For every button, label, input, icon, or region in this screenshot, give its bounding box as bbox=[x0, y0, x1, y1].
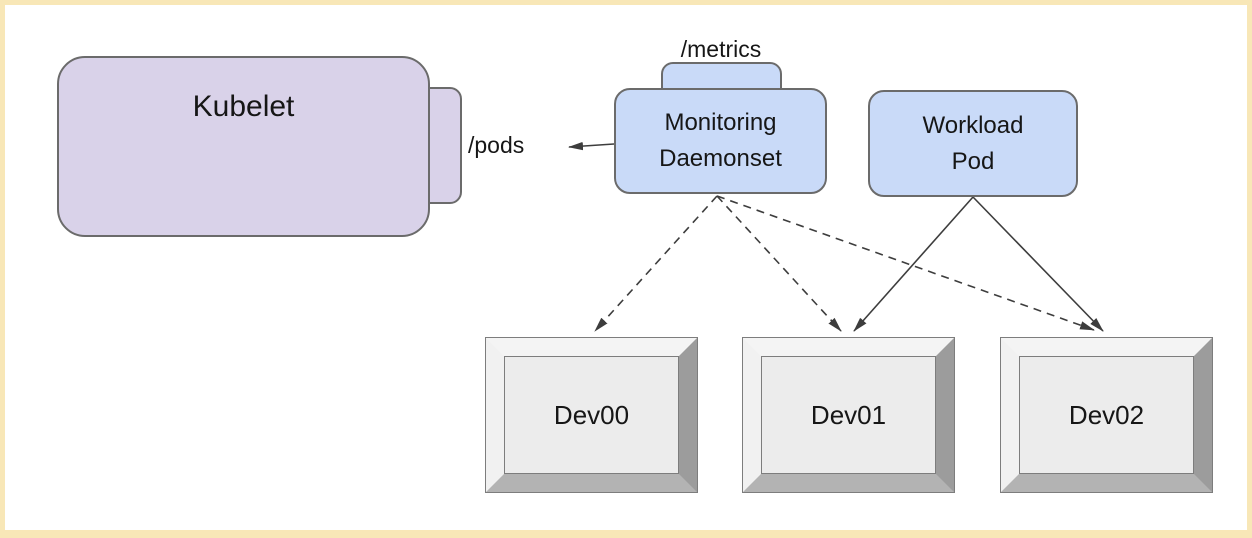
device-label: Dev02 bbox=[1068, 399, 1145, 430]
edge-workload-pod-to-dev01 bbox=[853, 196, 974, 332]
device-face: Dev01 bbox=[761, 356, 936, 474]
edge-monitoring-daemonset-to-dev01 bbox=[716, 195, 842, 332]
device-face: Dev00 bbox=[504, 356, 679, 474]
pods-endpoint-label: /pods bbox=[468, 132, 525, 158]
device-label: Dev00 bbox=[553, 399, 630, 430]
edge-monitoring-daemonset-to-dev02 bbox=[716, 195, 1095, 331]
edge-monitoring-daemonset-to-kubelet-pods bbox=[568, 141, 615, 151]
metrics-endpoint-label: /metrics bbox=[680, 36, 762, 62]
device-label: Dev01 bbox=[810, 399, 887, 430]
edge-workload-pod-to-dev02 bbox=[972, 196, 1104, 332]
edge-monitoring-daemonset-to-dev00 bbox=[594, 195, 718, 332]
device-face: Dev02 bbox=[1019, 356, 1194, 474]
workload-pod-label: Workload Pod bbox=[922, 111, 1024, 175]
monitoring-daemonset-node: Monitoring Daemonset bbox=[614, 88, 827, 194]
kubelet-node: Kubelet bbox=[57, 56, 430, 237]
kubelet-label: Kubelet bbox=[192, 90, 295, 123]
monitoring-daemonset-label: Monitoring Daemonset bbox=[659, 109, 782, 172]
device-node-dev01: Dev01 bbox=[742, 337, 955, 493]
workload-pod-node: Workload Pod bbox=[868, 90, 1078, 197]
device-node-dev00: Dev00 bbox=[485, 337, 698, 493]
device-node-dev02: Dev02 bbox=[1000, 337, 1213, 493]
